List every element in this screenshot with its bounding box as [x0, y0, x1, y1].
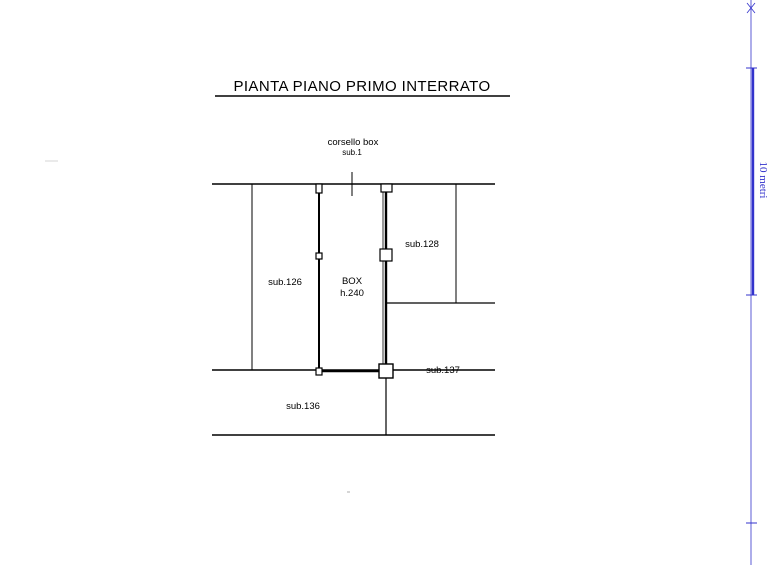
corridor-sub-label: sub.1 [342, 148, 362, 157]
box-height-label: h.240 [340, 288, 364, 299]
scale-label: 10 metri [757, 162, 768, 199]
pillar-mid-left [315, 252, 323, 260]
pillar-bottom-right [378, 363, 394, 379]
pillar-bottom-left [315, 367, 323, 376]
corridor-label: corsello box [328, 137, 379, 148]
plan-title: PIANTA PIANO PRIMO INTERRATO [233, 78, 490, 95]
room-label-right-upper: sub.128 [405, 239, 439, 250]
pillar-mid-right [379, 248, 393, 262]
room-label-left: sub.126 [268, 277, 302, 288]
scale-bar: 10 metri [746, 0, 768, 565]
room-label-bottom: sub.136 [286, 401, 320, 412]
box-label: BOX [342, 276, 363, 287]
pillar-top-right [380, 183, 393, 193]
scale-tick [746, 2, 756, 14]
room-label-right-lower: sub.137 [426, 365, 460, 376]
pillar-top-left [315, 183, 323, 194]
